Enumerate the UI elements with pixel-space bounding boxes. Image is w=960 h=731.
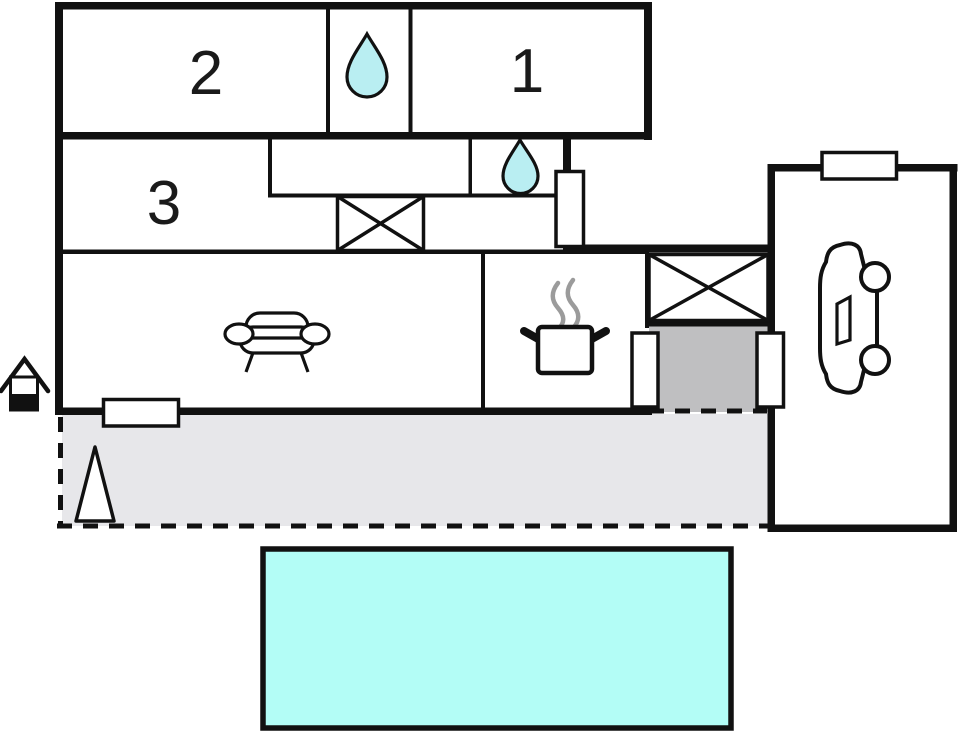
stairs-hall-icon	[335, 194, 426, 253]
pool-water	[260, 546, 734, 731]
wall-garage-bottom	[767, 524, 957, 532]
room-label-bedroom3: 3	[147, 169, 181, 238]
car-wheel-front	[859, 261, 891, 293]
wall-room1-right	[644, 2, 652, 140]
wall-bath-bedroom1	[408, 2, 413, 139]
passage-area	[649, 326, 768, 414]
water-drop-icon-lower	[501, 136, 540, 196]
wall-kitchen-right	[645, 252, 649, 328]
door-passage-right	[755, 331, 786, 409]
pot-body	[535, 324, 595, 376]
door-entry	[554, 169, 586, 249]
wall-entry-horizontal	[563, 244, 775, 253]
well-hut-icon	[0, 355, 51, 412]
window-living-room	[101, 397, 181, 428]
wall-left	[55, 2, 63, 415]
swimming-pool	[260, 546, 734, 731]
terrace-area	[57, 414, 769, 529]
tree-icon	[74, 445, 116, 523]
wall-bath2-left	[468, 135, 472, 197]
window-garage	[820, 150, 899, 181]
wall-living-bottom	[55, 407, 652, 415]
door-passage-left	[630, 331, 660, 409]
wall-bedroom3-right	[268, 132, 272, 197]
cooking-pot-icon	[520, 277, 610, 376]
wall-top	[55, 2, 652, 10]
wall-entry-vertical	[563, 132, 571, 177]
car-icon	[818, 241, 891, 395]
sofa-icon	[223, 311, 331, 373]
room-label-bedroom1: 1	[510, 37, 544, 106]
wall-bedroom2-bath	[326, 2, 330, 139]
wall-stairs2-bottom	[645, 320, 775, 327]
steam-curl-right	[565, 277, 581, 331]
wall-row1-bottom	[55, 132, 652, 140]
car-window	[835, 294, 852, 347]
wall-garage-right	[949, 164, 957, 532]
steam-curl-left	[550, 280, 566, 332]
wall-kitchen-left	[481, 252, 485, 412]
car-wheel-rear	[859, 344, 891, 376]
water-drop-icon-upper	[345, 30, 389, 99]
hut-base	[10, 394, 38, 410]
room-label-bedroom2: 2	[189, 39, 223, 108]
stairs-garage-icon	[647, 252, 770, 323]
